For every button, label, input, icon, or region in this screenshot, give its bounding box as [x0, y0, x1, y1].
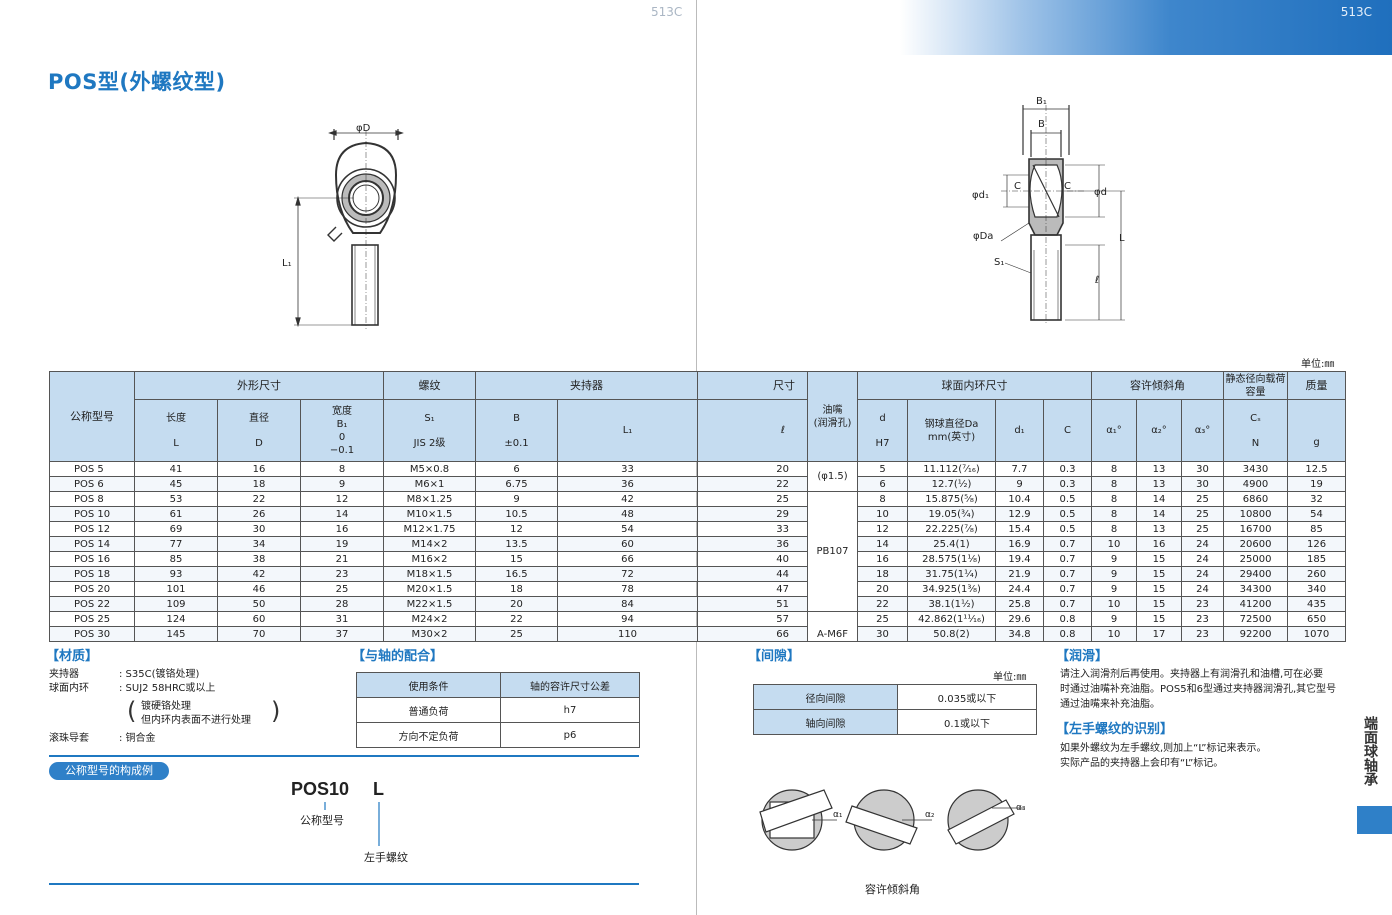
section-divider: [49, 755, 639, 757]
tilt-label-3: α₃: [1016, 803, 1026, 813]
th-a2: α₂°: [1136, 399, 1182, 462]
th-B: B±0.1: [475, 399, 558, 462]
label-phiDa: φDa: [973, 231, 994, 242]
tilt-label-1: α₁: [833, 810, 843, 820]
side-view-drawing: [1000, 105, 1125, 325]
tilt-caption: 容许倾斜角: [865, 883, 920, 896]
left-hand-heading: 【左手螺纹的识别】: [1056, 722, 1174, 737]
example-leaders: [324, 802, 380, 846]
lubrication-heading: 【润滑】: [1056, 649, 1109, 664]
lubrication-text: 请注入润滑剂后再使用。夹持器上有润滑孔和油槽,可在必要 时通过油嘴补充油脂。PO…: [1060, 669, 1337, 710]
left-hand-text: 如果外螺纹为左手螺纹,则加上“L”标记来表示。 实际产品的夹持器上会印有“L”标…: [1060, 743, 1267, 769]
front-view-drawing: [294, 129, 404, 329]
label-L1: L₁: [282, 258, 292, 269]
label-phiD: φD: [356, 123, 371, 134]
th-model: 公称型号: [49, 371, 135, 462]
th-outer: 外形尺寸: [134, 371, 384, 400]
th-holder: 夹持器: [475, 371, 698, 400]
th-mass: 质量: [1287, 371, 1347, 400]
example-label-model: 公称型号: [300, 814, 344, 827]
side-tab-marker: [1357, 806, 1392, 834]
th-size: 尺寸: [697, 371, 808, 400]
th-d1: d₁: [995, 399, 1044, 462]
th-load: 静态径向载荷容量: [1223, 371, 1289, 400]
material-block: 夹持器: S35C(镀铬处理) 球面内环: SUJ2 58HRC或以上 ( 镀硬…: [49, 669, 281, 744]
label-phid: φd: [1094, 187, 1107, 198]
label-C-left: C: [1014, 181, 1021, 192]
example-suffix: L: [373, 779, 384, 799]
fit-heading: 【与轴的配合】: [352, 649, 444, 664]
table-unit: 单位:㎜: [1301, 359, 1335, 370]
clearance-unit: 单位:㎜: [993, 672, 1027, 683]
header-banner: 513C: [900, 0, 1392, 55]
th-a1: α₁°: [1091, 399, 1137, 462]
page-title: POS型(外螺纹型): [48, 70, 226, 94]
th-a3: α₃°: [1180, 399, 1225, 462]
spec-table: 公称型号 外形尺寸 螺纹 夹持器 尺寸 油嘴(润滑孔) 球面内环尺寸 容许倾斜角…: [49, 371, 1347, 642]
th-inner: 球面内环尺寸: [857, 371, 1092, 400]
example-label-left: 左手螺纹: [364, 851, 408, 864]
label-B1: B₁: [1036, 96, 1047, 107]
th-tilt: 容许倾斜角: [1090, 371, 1225, 400]
material-heading: 【材质】: [46, 649, 99, 664]
side-label: 端面球轴承: [1362, 716, 1378, 786]
label-phid1: φd₁: [972, 190, 989, 201]
bottom-divider: [49, 883, 639, 885]
label-L: L: [1119, 233, 1125, 244]
th-L1: L₁: [557, 399, 698, 462]
label-B: B: [1038, 119, 1045, 130]
tilt-label-2: α₂: [925, 810, 935, 820]
label-C-right: C: [1064, 181, 1071, 192]
th-g: g: [1287, 399, 1347, 462]
tilt-angle-drawing: [759, 789, 1024, 851]
th-C: C: [1043, 399, 1092, 462]
label-ell: ℓ: [1095, 275, 1100, 286]
example-code: POS10: [291, 779, 350, 799]
clearance-heading: 【间隙】: [748, 649, 801, 664]
th-ell: ℓ: [697, 399, 808, 462]
example-pill: 公称型号的构成例: [49, 762, 169, 780]
page-number-left: 513C: [651, 5, 683, 19]
th-thread: 螺纹: [383, 371, 476, 400]
page-number-right: 513C: [1340, 5, 1372, 19]
th-oil: 油嘴(润滑孔): [807, 371, 858, 462]
label-S1: S₁: [994, 257, 1005, 268]
